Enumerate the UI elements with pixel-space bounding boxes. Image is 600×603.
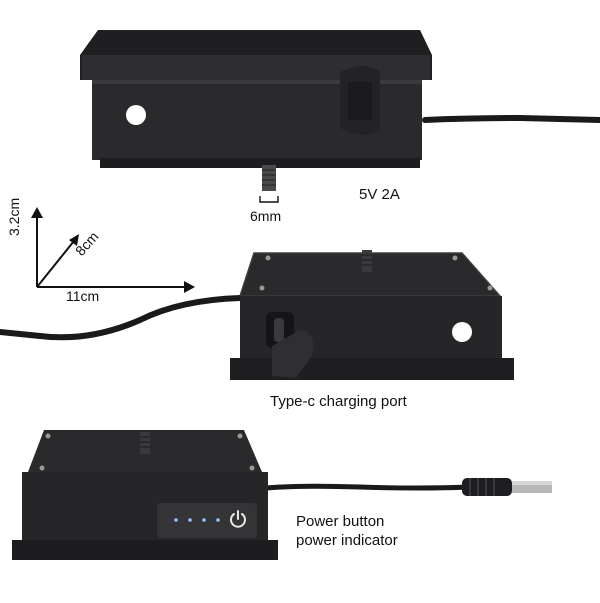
charging-port-label: Type-c charging port — [270, 393, 407, 410]
top-battery-box — [80, 30, 600, 191]
dimension-axes — [31, 207, 195, 293]
height-dimension-label: 3.2cm — [6, 197, 22, 236]
output-spec-label: 5V 2A — [359, 186, 400, 203]
middle-battery-box — [0, 250, 514, 380]
width-dimension-label: 11cm — [66, 288, 100, 304]
bottom-battery-box — [12, 430, 552, 560]
thread-size-label: 6mm — [250, 208, 282, 224]
power-icon — [230, 510, 246, 528]
power-indicator-label: power indicator — [296, 532, 398, 549]
power-caption: Power button power indicator — [296, 512, 398, 550]
thread-dimension-marker — [259, 196, 279, 203]
power-button-label: Power button — [296, 513, 385, 530]
